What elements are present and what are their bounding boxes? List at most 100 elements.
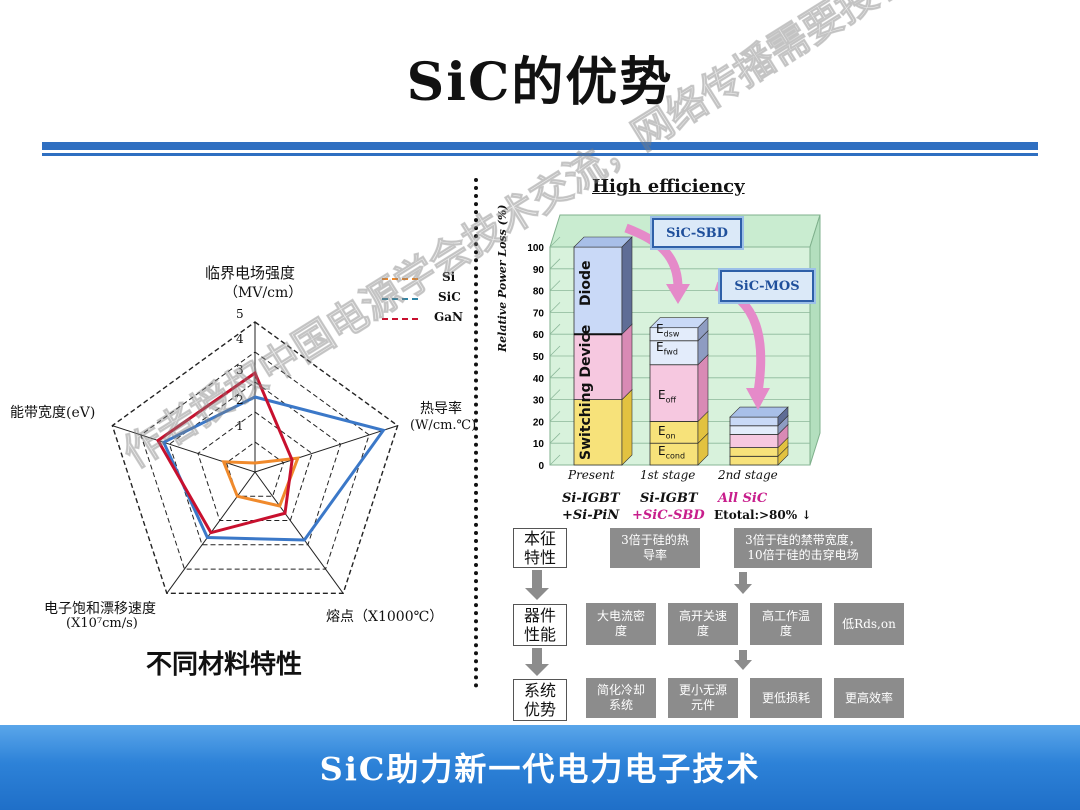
bar-y-tick: 30 <box>533 396 545 407</box>
footer-bar <box>0 725 1080 810</box>
bar-label-diode: Diode <box>578 260 594 306</box>
stage-1: 1st stage <box>640 468 696 482</box>
bar-y-tick: 60 <box>533 330 545 341</box>
bar-y-tick: 70 <box>533 308 545 319</box>
bar-y-tick: 80 <box>533 287 545 298</box>
bar-present-diode <box>573 246 623 335</box>
config-1st-2: +SiC-SBD <box>632 508 705 523</box>
legend-label-sic: SiC <box>438 290 461 304</box>
bar-marks <box>573 236 789 466</box>
bar-y-tick: 90 <box>533 265 545 276</box>
radar-spoke-1 <box>254 425 398 473</box>
arrow-1 <box>624 223 683 289</box>
callout-sic-sbd: SiC-SBD <box>652 218 742 248</box>
arrow-1-head <box>666 284 690 304</box>
bar-2nd-efwd <box>729 425 779 435</box>
radar-spoke-4 <box>112 425 256 473</box>
flow-header-intrinsic: 本征 特性 <box>513 528 567 568</box>
legend-label-gan: GaN <box>434 310 463 324</box>
flow-item-thermal: 3倍于硅的热 导率 <box>610 528 700 568</box>
page-title: SiC的优势 <box>406 52 674 113</box>
radar-series-gan <box>156 370 294 535</box>
tick-5: 5 <box>236 307 244 321</box>
bar-y-tick: 50 <box>533 352 545 363</box>
title-rule <box>42 142 1038 150</box>
config-2nd-1: All SiC <box>718 491 768 506</box>
flow-item-switching-speed: 高开关速 度 <box>668 603 738 645</box>
flow-header-device: 器件 性能 <box>513 604 567 646</box>
flow-arrow-2-shaft <box>532 648 542 664</box>
legend-swatch-si <box>382 278 418 280</box>
flow-arrow-1-shaft <box>532 570 542 588</box>
radar-legend: Si SiC GaN <box>382 270 472 332</box>
radar-ring-1 <box>225 441 285 497</box>
footer-text: SiC助力新一代电力电子技术 <box>319 750 761 788</box>
bar-chart-title: High efficiency <box>592 176 745 197</box>
flow-item-high-current: 大电流密 度 <box>586 603 656 645</box>
config-present-1: Si-IGBT <box>562 491 620 506</box>
bar-y-ticks: 0 10 20 30 40 50 60 70 80 90 100 <box>527 243 544 472</box>
bar-present-switching <box>573 333 623 400</box>
bar-1st-eoff <box>649 364 699 422</box>
stage-present: Present <box>568 468 615 482</box>
flow-item-cooling: 简化冷却 系统 <box>586 678 656 718</box>
flow-item-high-temp: 高工作温 度 <box>750 603 822 645</box>
axis-unit-critical-field: （MV/cm） <box>224 285 303 301</box>
flow-item-low-rds: 低Rds,on <box>834 603 904 645</box>
bar-2nd-eon <box>729 447 779 457</box>
config-present-2: +Si-PiN <box>562 508 620 523</box>
legend-label-si: Si <box>442 270 456 284</box>
flow-item-bandgap: 3倍于硅的禁带宽度， 10倍于硅的击穿电场 <box>734 528 872 568</box>
axis-label-critical-field: 临界电场强度 <box>205 264 296 282</box>
bar-label-edsw: Edsw <box>656 322 680 339</box>
flow-item-efficiency: 更高效率 <box>834 678 904 718</box>
tick-1: 1 <box>236 419 244 433</box>
radar-series-sic <box>161 395 386 542</box>
radar-ring-4 <box>140 351 370 570</box>
bar-y-tick: 20 <box>533 417 545 428</box>
tick-3: 3 <box>236 363 244 377</box>
legend-swatch-sic <box>382 298 418 300</box>
axis-unit-drift: (X10⁷cm/s) <box>66 616 138 631</box>
axis-unit-thermal: (W/cm.℃) <box>410 418 477 433</box>
radar-series <box>156 370 386 542</box>
bar-present-econd <box>573 399 623 466</box>
axis-label-melting: 熔点（X1000℃） <box>326 609 444 625</box>
bar-y-tick: 40 <box>533 374 545 385</box>
bar-2nd-edsw <box>729 416 779 427</box>
flow-arrow-4-head <box>734 660 752 670</box>
bar-label-eoff: Eoff <box>658 388 676 405</box>
bar-label-switching: Switching Device <box>578 324 594 460</box>
title-rule-thin <box>42 153 1038 156</box>
callout-sic-mos: SiC-MOS <box>720 270 814 302</box>
stage-2: 2nd stage <box>718 468 778 482</box>
config-1st-1: Si-IGBT <box>640 491 698 506</box>
radar-chart <box>111 321 399 595</box>
axis-label-thermal: 热导率 <box>420 401 462 417</box>
bar-label-efwd: Efwd <box>656 340 678 357</box>
flow-arrow-4-shaft <box>739 650 747 660</box>
bar-2nd-eoff <box>729 434 779 448</box>
bar-label-econd: Econd <box>658 444 686 461</box>
flow-arrow-2-head <box>525 664 549 676</box>
tick-2: 2 <box>236 393 244 407</box>
bar-y-tick: 0 <box>538 461 544 472</box>
bar-y-tick: 10 <box>533 439 545 450</box>
flow-arrow-1-head <box>525 588 549 600</box>
axis-label-bandgap: 能带宽度(eV) <box>10 405 96 421</box>
arrow-2-head <box>746 388 770 410</box>
legend-swatch-gan <box>382 318 418 320</box>
bar-y-tick: 100 <box>527 243 544 254</box>
flow-item-lower-loss: 更低损耗 <box>750 678 822 718</box>
radar-spoke-2 <box>254 471 344 594</box>
dotted-divider <box>474 178 478 688</box>
left-caption: 不同材料特性 <box>146 650 303 680</box>
bar-label-eon: Eon <box>658 424 676 441</box>
axis-label-drift: 电子饱和漂移速度 <box>44 601 156 617</box>
bar-2nd-econd <box>729 455 779 466</box>
flow-item-passives: 更小无源 元件 <box>668 678 738 718</box>
flow-arrow-3-shaft <box>739 572 747 584</box>
flow-header-system: 系统 优势 <box>513 679 567 721</box>
flow-arrow-3-head <box>734 584 752 594</box>
config-2nd-2: Etotal:>80% ↓ <box>714 508 812 522</box>
